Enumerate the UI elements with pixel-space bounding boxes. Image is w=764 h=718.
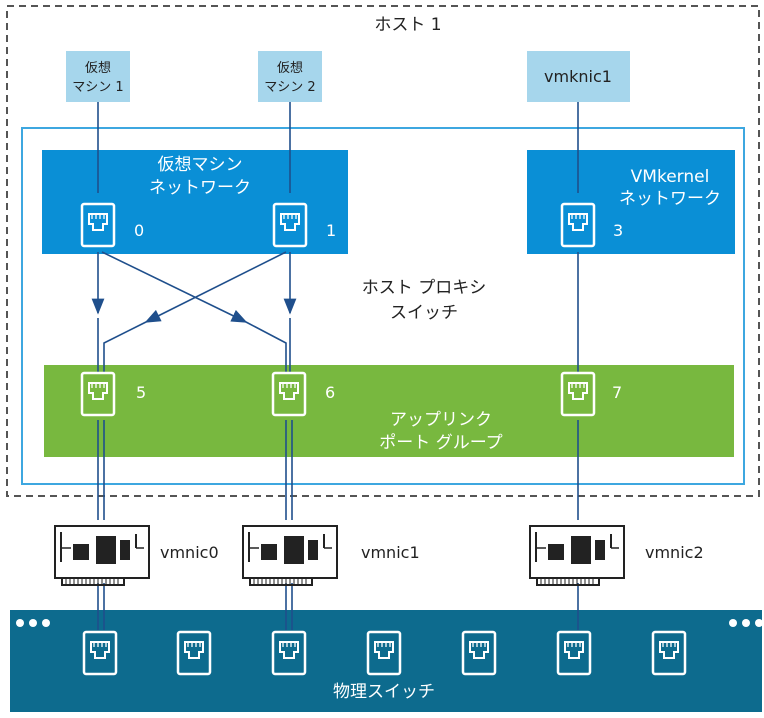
- vm2-label-line2: マシン 2: [264, 80, 315, 95]
- port-label-0: 0: [134, 221, 144, 240]
- uplink-group-label-line1: アップリンク: [390, 410, 492, 430]
- proxy-switch-label-line2: スイッチ: [390, 303, 458, 323]
- connection-lines: [91, 102, 579, 630]
- nic-label-vmnic1: vmnic1: [361, 543, 420, 562]
- vm1-box: [66, 51, 130, 102]
- vm1-label-line1: 仮想: [85, 60, 111, 76]
- host-boundary: [6, 5, 760, 497]
- nic-icon-vmnic0: [54, 525, 150, 586]
- vm-network-label-line1: 仮想マシン: [158, 155, 243, 175]
- uplink-port-group-box: [44, 365, 734, 457]
- vmkernel-network-label-line1: VMkernel: [631, 167, 710, 187]
- vmknic1-box: [527, 51, 630, 102]
- vm2-label-line1: 仮想: [277, 60, 303, 76]
- nic-icon-vmnic2: [529, 525, 625, 586]
- uplink-group-label-line2: ポート グループ: [379, 433, 502, 453]
- proxy-switch-box: [21, 127, 745, 485]
- vm2-box: [258, 51, 322, 102]
- physical-switch-box: [10, 610, 762, 712]
- nic-label-vmnic2: vmnic2: [645, 543, 704, 562]
- host-title: ホスト 1: [374, 15, 441, 35]
- port-label-6: 6: [325, 383, 335, 402]
- proxy-switch-label-line1: ホスト プロキシ: [362, 278, 486, 298]
- vm-network-label-line2: ネットワーク: [149, 178, 251, 198]
- physical-switch-label: 物理スイッチ: [333, 682, 435, 702]
- nic-label-vmnic0: vmnic0: [160, 543, 219, 562]
- port-label-3: 3: [613, 221, 623, 240]
- port-label-7: 7: [612, 383, 622, 402]
- more-dots-left-icon: [16, 619, 50, 627]
- vm-network-box: [42, 150, 348, 254]
- vm1-label-line2: マシン 1: [72, 80, 123, 95]
- port-label-5: 5: [136, 383, 146, 402]
- more-dots-right-icon: [729, 619, 763, 627]
- vmknic1-label: vmknic1: [544, 67, 612, 86]
- vmkernel-network-label-line2: ネットワーク: [619, 189, 721, 209]
- nic-icon-vmnic1: [242, 525, 338, 586]
- port-label-1: 1: [326, 221, 336, 240]
